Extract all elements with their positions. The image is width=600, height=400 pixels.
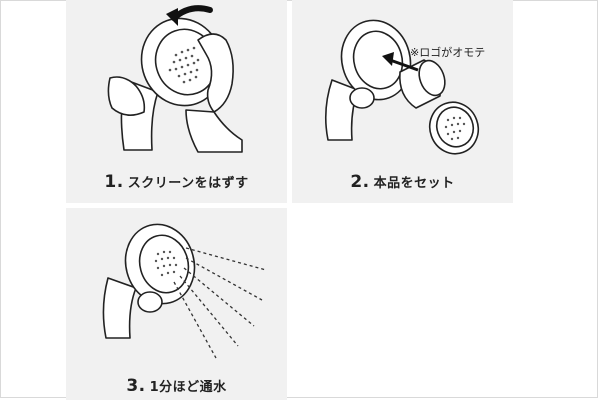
screen-dots xyxy=(168,46,200,84)
water-spray-lines xyxy=(173,247,267,359)
set-product-illustration xyxy=(324,19,480,155)
insert-arrow-icon xyxy=(382,52,394,66)
step-2-panel: ※ロゴがオモテ 2.本品をセット xyxy=(292,0,513,203)
rotate-arrow-icon xyxy=(171,5,213,21)
step-3-caption: 3.1分ほど通水 xyxy=(126,376,227,396)
run-water-illustration xyxy=(102,223,267,359)
remove-screen-illustration xyxy=(107,5,243,153)
disc-dots xyxy=(444,116,466,141)
step-3-panel: 3.1分ほど通水 xyxy=(66,208,287,400)
step-1-panel: 1.スクリーンをはずす xyxy=(66,0,287,203)
step-2-caption: 2.本品をセット xyxy=(350,172,455,192)
head-dots xyxy=(154,250,178,277)
logo-front-note: ※ロゴがオモテ xyxy=(410,46,486,59)
step-1-caption: 1.スクリーンをはずす xyxy=(104,172,249,192)
